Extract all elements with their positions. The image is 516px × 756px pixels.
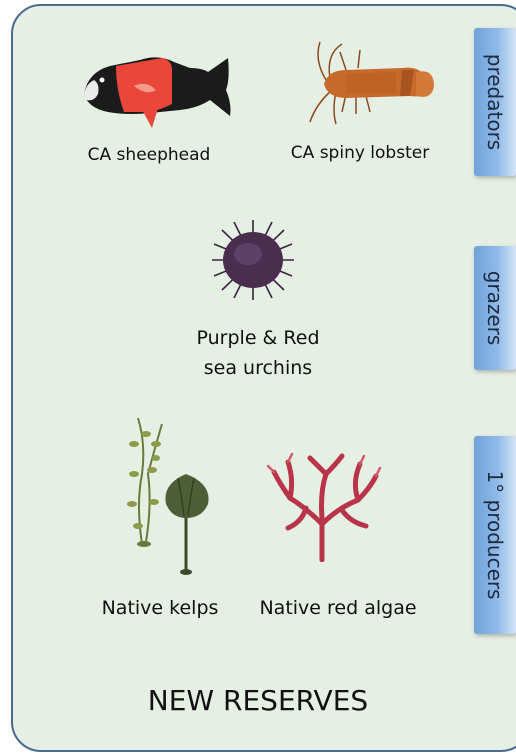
red-algae-illustration xyxy=(266,452,382,562)
tab-predators: predators xyxy=(474,28,516,176)
urchin-label-line2: sea urchins xyxy=(158,353,358,383)
urchin-illustration xyxy=(208,218,298,302)
tab-producers-label: 1° producers xyxy=(483,470,507,599)
urchin-label-line1: Purple & Red xyxy=(158,323,358,353)
sheephead-illustration xyxy=(80,50,236,130)
kelps-label: Native kelps xyxy=(92,597,228,619)
sheephead-label: CA sheephead xyxy=(70,145,228,165)
kelps-illustration xyxy=(112,414,222,578)
red-algae-label: Native red algae xyxy=(252,597,424,619)
tab-grazers: grazers xyxy=(474,246,516,370)
tab-predators-label: predators xyxy=(483,54,507,150)
tab-producers: 1° producers xyxy=(474,436,516,634)
urchin-label: Purple & Red sea urchins xyxy=(158,323,358,383)
tab-grazers-label: grazers xyxy=(483,271,507,346)
lobster-illustration xyxy=(306,40,436,126)
lobster-label: CA spiny lobster xyxy=(280,143,440,163)
page-title: NEW RESERVES xyxy=(0,684,516,717)
